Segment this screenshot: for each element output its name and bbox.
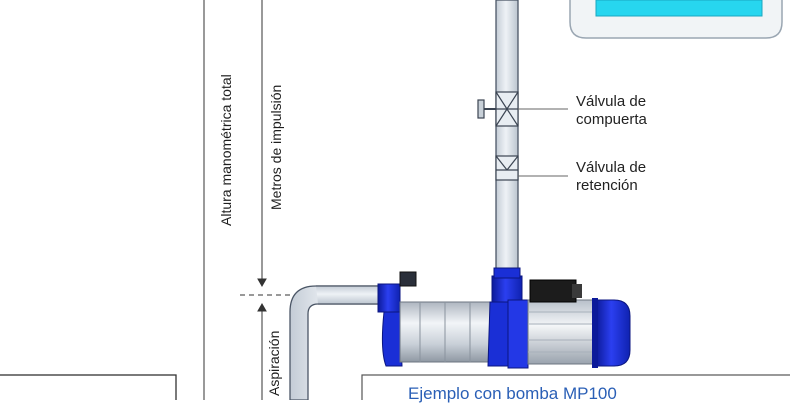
diagram-caption: Ejemplo con bomba MP100 bbox=[408, 384, 617, 403]
motor-icon bbox=[527, 279, 631, 368]
caption-box bbox=[361, 374, 790, 400]
total-head-label: Altura manométrica total bbox=[218, 74, 234, 226]
discharge-meters-label: Metros de impulsión bbox=[268, 84, 284, 210]
check-valve-label: Válvula de retención bbox=[576, 159, 647, 194]
gate-valve-icon bbox=[477, 91, 568, 127]
centrifugal-pump-icon bbox=[377, 267, 529, 369]
gate-valve-label: Válvula de compuerta bbox=[576, 93, 647, 128]
discharge-pipe bbox=[495, 0, 519, 273]
check-valve-icon bbox=[495, 155, 568, 181]
left-frame-box bbox=[0, 374, 177, 400]
water-tank-icon bbox=[569, 0, 783, 39]
suction-label: Aspiración bbox=[266, 330, 282, 396]
